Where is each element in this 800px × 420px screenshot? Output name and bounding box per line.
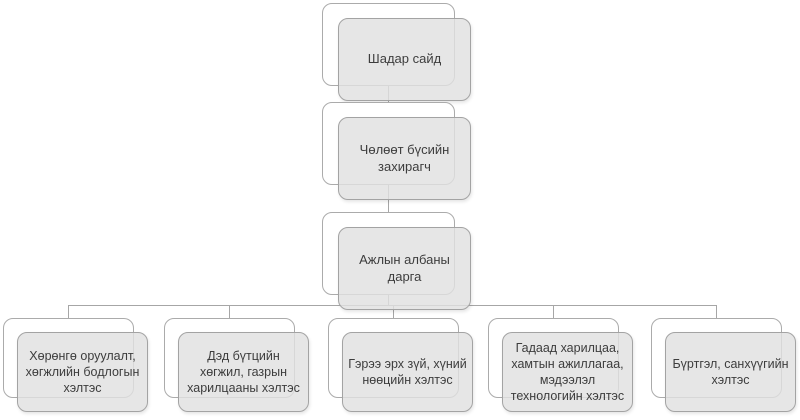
node-label: Ажлын албаны дарга	[359, 251, 450, 284]
org-node-department: Дэд бүтцийн хөгжил, газрын харилцааны хэ…	[164, 318, 310, 413]
node-label: Дэд бүтцийн хөгжил, газрын харилцааны хэ…	[187, 348, 300, 396]
connector-stub-5	[716, 305, 717, 319]
node-label: Гадаад харилцаа, хамтын ажиллагаа, мэдээ…	[510, 340, 625, 404]
org-node-department: Бүртгэл, санхүүгийн хэлтэс	[651, 318, 797, 413]
node-card[interactable]: Гадаад харилцаа, хамтын ажиллагаа, мэдээ…	[502, 332, 633, 412]
org-node-department: Гэрээ эрх зүй, хүний нөөцийн хэлтэс	[328, 318, 474, 413]
node-card[interactable]: Бүртгэл, санхүүгийн хэлтэс	[665, 332, 796, 412]
node-label: Чөлөөт бүсийн захирагч	[359, 141, 450, 174]
node-card[interactable]: Хөрөнгө оруулалт, хөгжлийн бодлогын хэлт…	[17, 332, 148, 412]
node-card[interactable]: Чөлөөт бүсийн захирагч	[338, 117, 471, 200]
node-label: Бүртгэл, санхүүгийн хэлтэс	[672, 356, 789, 387]
node-card[interactable]: Дэд бүтцийн хөгжил, газрын харилцааны хэ…	[178, 332, 309, 412]
org-node-free-zone-governor: Чөлөөт бүсийн захирагч	[322, 102, 471, 201]
node-card[interactable]: Шадар сайд	[338, 18, 471, 101]
node-label: Гэрээ эрх зүй, хүний нөөцийн хэлтэс	[348, 356, 467, 387]
node-label: Хөрөнгө оруулалт, хөгжлийн бодлогын хэлт…	[25, 348, 140, 396]
node-card[interactable]: Гэрээ эрх зүй, хүний нөөцийн хэлтэс	[342, 332, 473, 412]
node-label: Шадар сайд	[367, 51, 442, 67]
connector-stub-3	[393, 305, 394, 319]
org-node-department: Хөрөнгө оруулалт, хөгжлийн бодлогын хэлт…	[3, 318, 149, 413]
org-node-deputy-minister: Шадар сайд	[322, 3, 471, 102]
connector-stub-4	[553, 305, 554, 319]
node-card[interactable]: Ажлын албаны дарга	[338, 227, 471, 310]
connector-stub-1	[68, 305, 69, 319]
org-node-department: Гадаад харилцаа, хамтын ажиллагаа, мэдээ…	[488, 318, 634, 413]
connector-stub-2	[229, 305, 230, 319]
org-node-head-of-office: Ажлын албаны дарга	[322, 212, 471, 311]
